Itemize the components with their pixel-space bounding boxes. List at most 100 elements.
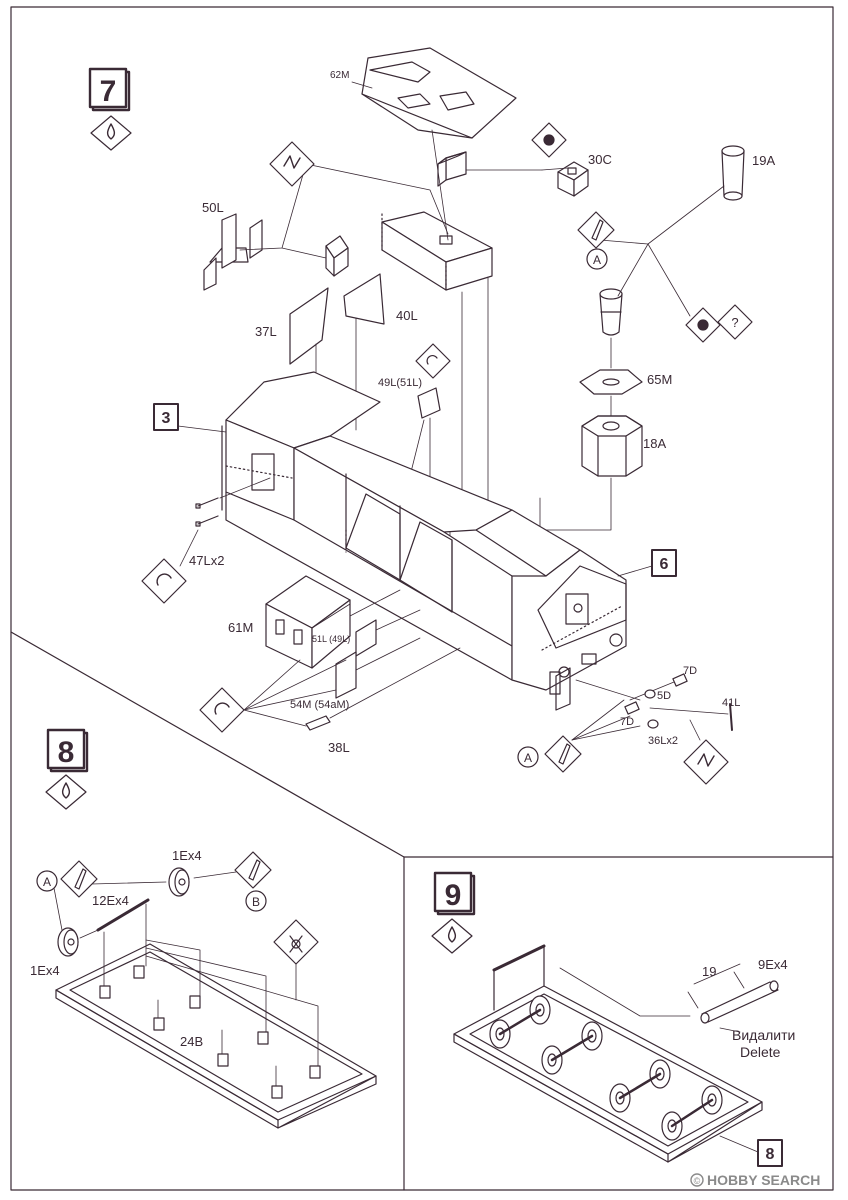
part-51L: [355, 619, 377, 657]
label-5D: 5D: [657, 690, 671, 702]
step7-number: 7: [100, 75, 117, 108]
ref-3-label: 3: [162, 410, 171, 427]
part-36L: [647, 719, 659, 729]
label-54M: 54M (54aM): [290, 699, 349, 711]
glue-icon: [90, 115, 132, 151]
label-7D-top: 7D: [683, 665, 697, 677]
label-7D-bottom: 7D: [620, 716, 634, 728]
label-1E-top: 1Ex4: [172, 848, 202, 863]
watermark-mark: ©: [694, 1176, 701, 1186]
label-a-bottom: A: [524, 751, 532, 765]
label-65M: 65M: [647, 372, 672, 387]
part-9E: [700, 980, 779, 1024]
watermark-text: HOBBY SEARCH: [707, 1172, 820, 1188]
part-18A: [581, 415, 643, 477]
part-40L: [343, 273, 385, 325]
part-12E: [96, 898, 150, 932]
ref-box-3: [153, 403, 179, 431]
label-37L: 37L: [255, 324, 277, 339]
part-54M: [335, 651, 357, 699]
step8-number-box: [46, 728, 89, 773]
step9-number: 9: [445, 879, 462, 912]
paint-icon: [531, 122, 567, 158]
knife-icon: [577, 211, 615, 249]
step8-number: 8: [58, 736, 75, 769]
glue-icon-2: [45, 774, 87, 810]
step9-number-box: [433, 871, 476, 916]
ref-6-label: 6: [660, 556, 669, 573]
label-36L: 36Lx2: [648, 735, 678, 747]
cut-sprue-icon: [269, 141, 315, 187]
label-19: 19: [702, 964, 716, 979]
part-61M: [265, 575, 351, 669]
label-40L: 40L: [396, 308, 418, 323]
marker-a-circle-2: [517, 746, 539, 768]
marker-a-circle-3: [36, 870, 58, 892]
label-49L: 49L(51L): [378, 377, 422, 389]
part-50L-right: [325, 235, 349, 277]
knife-icon-3: [60, 860, 98, 898]
part-37L: [289, 287, 329, 365]
part-65M: [579, 369, 643, 395]
label-9E: 9Ex4: [758, 957, 788, 972]
cut-sprue-icon-2: [683, 739, 729, 785]
label-delete-ua: Видалити: [732, 1027, 795, 1043]
label-a-step8: A: [43, 875, 51, 889]
label-51L: 51L (49L): [312, 634, 350, 644]
label-30C: 30C: [588, 152, 612, 167]
label-question: ?: [731, 315, 738, 330]
marker-a-circle: [586, 248, 608, 270]
label-62M: 62M: [330, 70, 349, 81]
page-frame: [10, 6, 834, 1191]
part-41L: [729, 703, 733, 731]
hull-body: [221, 213, 627, 711]
ref-box-6: [651, 549, 677, 577]
part-5D: [644, 689, 656, 699]
watermark: © HOBBY SEARCH: [690, 1172, 820, 1188]
question-icon: [717, 304, 753, 340]
label-38L: 38L: [328, 740, 350, 755]
part-38L: [305, 715, 331, 731]
part-24B-frame: [55, 943, 377, 1129]
rotate-icon-2: [141, 558, 187, 604]
label-61M: 61M: [228, 620, 253, 635]
label-1E-left: 1Ex4: [30, 963, 60, 978]
label-12E: 12Ex4: [92, 893, 129, 908]
part-1E-left: [57, 927, 79, 957]
part-19A: [721, 145, 745, 201]
ref-box-8: [757, 1139, 783, 1167]
label-18A: 18A: [643, 436, 666, 451]
knife-icon-4: [234, 851, 272, 889]
ref-8-label: 8: [766, 1146, 775, 1163]
step7-number-box: [88, 67, 131, 112]
label-a-top: A: [593, 253, 601, 267]
no-glue-icon: [273, 919, 319, 965]
dimension-19: [687, 963, 745, 1009]
label-b-step8: B: [252, 895, 260, 909]
part-7D-top: [672, 673, 688, 687]
label-19A: 19A: [752, 153, 775, 168]
label-47L: 47Lx2: [189, 553, 224, 568]
marker-b-circle: [245, 890, 267, 912]
divider-step7: [10, 631, 405, 858]
label-24B: 24B: [180, 1034, 203, 1049]
part-turret-box: [381, 211, 493, 291]
glue-icon-3: [431, 918, 473, 954]
part-cube: [437, 151, 467, 187]
axle-brackets: [99, 965, 321, 1099]
part-30C: [557, 161, 589, 197]
part-49L: [417, 387, 441, 419]
part-47L: [195, 497, 219, 527]
rotate-icon-3: [199, 687, 245, 733]
assembled-frame: [453, 944, 763, 1163]
part-7D-bottom: [624, 701, 640, 715]
paint-icon-2: [685, 307, 721, 343]
label-delete-en: Delete: [740, 1044, 781, 1060]
rotate-icon: [415, 343, 451, 379]
knife-icon-2: [544, 735, 582, 773]
part-50L: [203, 213, 263, 291]
part-1E-top: [168, 867, 190, 897]
label-41L: 41L: [722, 697, 740, 709]
part-A-cup: [599, 288, 623, 336]
